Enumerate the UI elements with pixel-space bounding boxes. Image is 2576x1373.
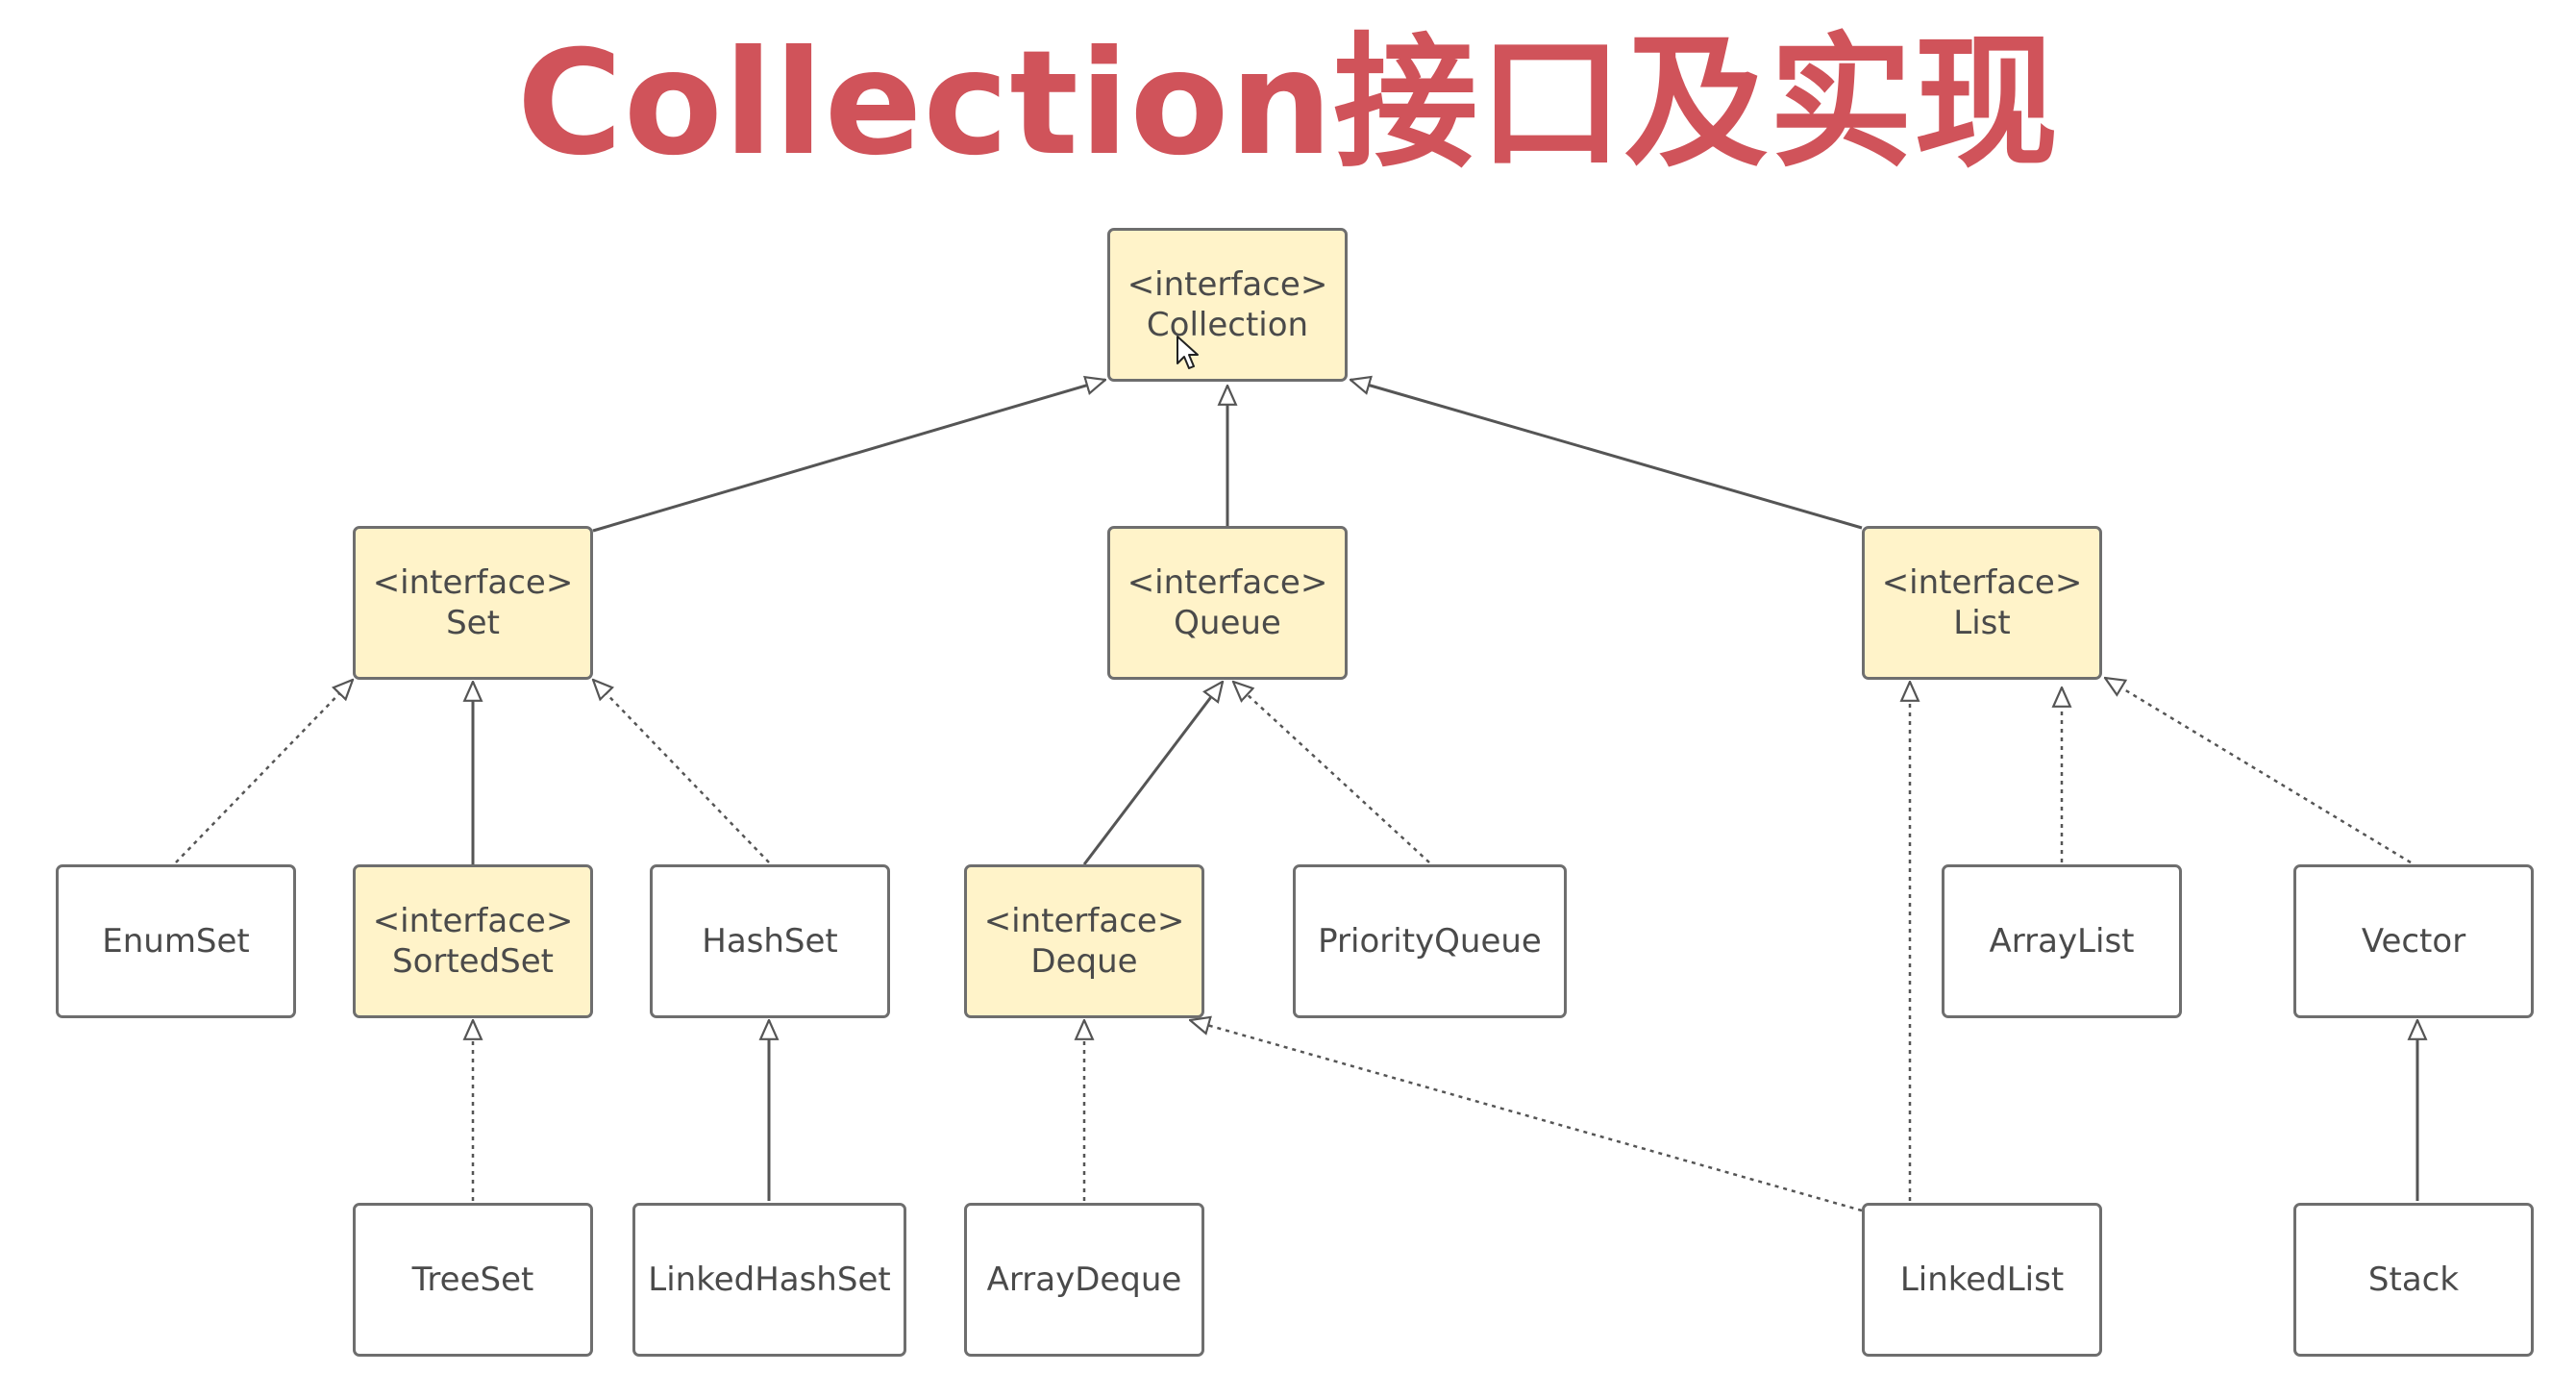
node-deque-stereotype: <interface> bbox=[983, 902, 1185, 940]
node-vector[interactable]: Vector bbox=[2293, 864, 2534, 1018]
mouse-cursor-icon bbox=[1177, 336, 1199, 369]
node-queue[interactable]: <interface> Queue bbox=[1107, 526, 1348, 680]
node-list-name: List bbox=[1953, 604, 2011, 642]
node-stack-name: Stack bbox=[2367, 1261, 2460, 1299]
node-linkedhashset-name: LinkedHashSet bbox=[648, 1261, 891, 1299]
node-arraydeque[interactable]: ArrayDeque bbox=[964, 1203, 1204, 1357]
edge-priorityqueue-queue bbox=[1233, 682, 1430, 863]
node-linkedlist[interactable]: LinkedList bbox=[1862, 1203, 2102, 1357]
node-collection[interactable]: <interface> Collection bbox=[1107, 228, 1348, 382]
node-linkedlist-name: LinkedList bbox=[1899, 1261, 2065, 1299]
node-priorityqueue[interactable]: PriorityQueue bbox=[1293, 864, 1567, 1018]
edge-list-collection bbox=[1350, 380, 1863, 530]
edge-linkedlist-deque bbox=[1190, 1020, 1863, 1212]
node-priorityqueue-name: PriorityQueue bbox=[1318, 922, 1542, 961]
node-enumset-name: EnumSet bbox=[102, 922, 250, 961]
edge-hashset-set bbox=[593, 680, 770, 863]
node-arraylist-name: ArrayList bbox=[1989, 922, 2135, 961]
node-list-stereotype: <interface> bbox=[1881, 563, 2083, 602]
node-queue-name: Queue bbox=[1174, 604, 1281, 642]
node-list[interactable]: <interface> List bbox=[1862, 526, 2102, 680]
node-treeset[interactable]: TreeSet bbox=[353, 1203, 593, 1357]
node-collection-stereotype: <interface> bbox=[1127, 265, 1328, 304]
node-collection-name: Collection bbox=[1146, 306, 1309, 344]
node-set-stereotype: <interface> bbox=[372, 563, 574, 602]
node-sortedset-stereotype: <interface> bbox=[372, 902, 574, 940]
node-hashset-name: HashSet bbox=[702, 922, 838, 961]
node-set-name: Set bbox=[446, 604, 500, 642]
node-treeset-name: TreeSet bbox=[411, 1261, 534, 1299]
node-hashset[interactable]: HashSet bbox=[650, 864, 890, 1018]
edge-set-collection bbox=[592, 380, 1105, 533]
edge-deque-queue bbox=[1082, 682, 1223, 865]
page-title: Collection接口及实现 bbox=[516, 20, 2060, 187]
node-stack[interactable]: Stack bbox=[2293, 1203, 2534, 1357]
edge-vector-list bbox=[2105, 678, 2412, 864]
node-arraylist[interactable]: ArrayList bbox=[1942, 864, 2182, 1018]
node-enumset[interactable]: EnumSet bbox=[56, 864, 296, 1018]
node-sortedset[interactable]: <interface> SortedSet bbox=[353, 864, 593, 1018]
node-linkedhashset[interactable]: LinkedHashSet bbox=[632, 1203, 906, 1357]
edge-enumset-set bbox=[175, 680, 353, 863]
node-arraydeque-name: ArrayDeque bbox=[986, 1261, 1182, 1299]
node-sortedset-name: SortedSet bbox=[391, 942, 555, 981]
node-vector-name: Vector bbox=[2361, 922, 2466, 961]
node-deque-name: Deque bbox=[1030, 942, 1138, 981]
node-deque[interactable]: <interface> Deque bbox=[964, 864, 1204, 1018]
node-set[interactable]: <interface> Set bbox=[353, 526, 593, 680]
node-queue-stereotype: <interface> bbox=[1127, 563, 1328, 602]
